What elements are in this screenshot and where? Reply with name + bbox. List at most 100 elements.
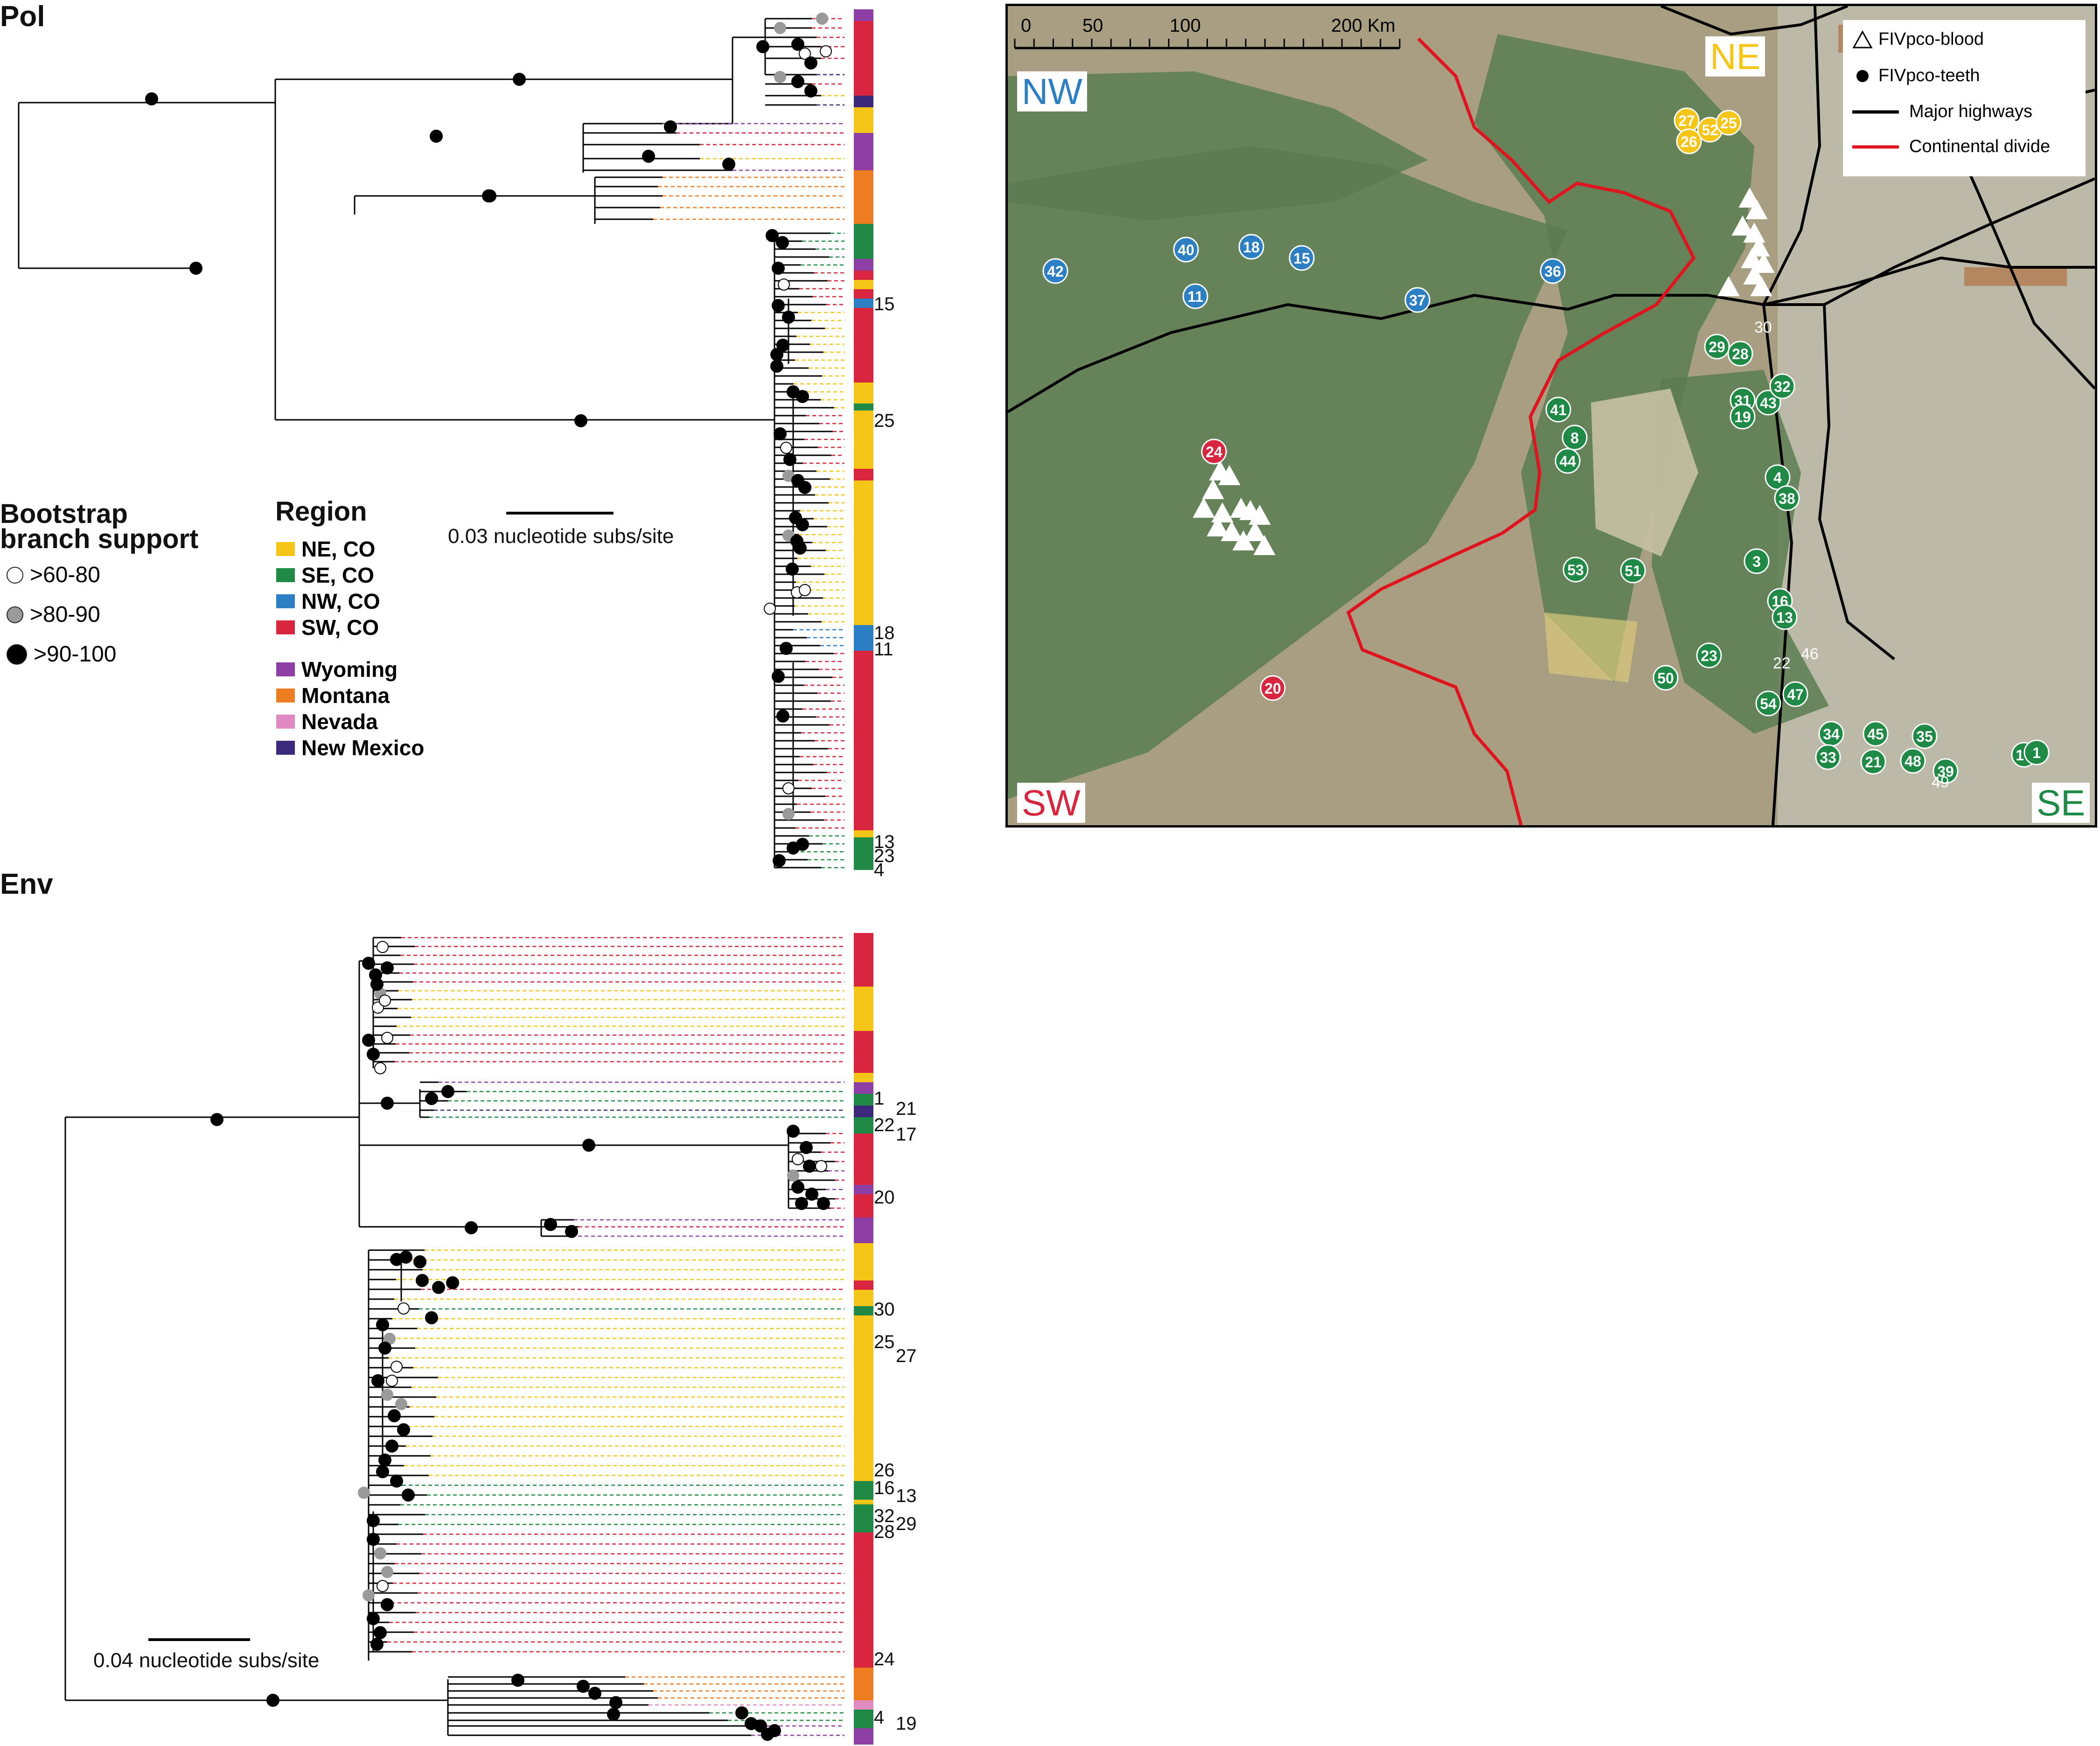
- bootstrap-node-marker: [800, 1141, 813, 1154]
- highway-4: [1818, 304, 1895, 661]
- bootstrap-node-marker: [772, 299, 785, 312]
- env-phylogenetic-tree: [64, 933, 873, 1745]
- site-number: 39: [1937, 763, 1954, 780]
- map-scale-tick-0: 0: [1021, 15, 1032, 36]
- site-number: 33: [1820, 749, 1836, 766]
- site-circle: [1545, 397, 1571, 423]
- bootstrap-node-marker: [379, 995, 391, 1007]
- site-marker-45: 45: [1863, 721, 1889, 747]
- site-circle: [1755, 690, 1781, 716]
- mountain-terrain-0: [1008, 146, 1568, 799]
- site-marker-40: 40: [1173, 237, 1199, 263]
- region-legend-title: Region: [275, 496, 367, 527]
- env-tip-label-26: 26: [874, 1460, 895, 1481]
- site-circle: [1730, 403, 1756, 430]
- bootstrap-node-marker: [778, 278, 790, 291]
- site-number: 28: [1732, 346, 1749, 362]
- region-color-bar: [854, 1194, 873, 1217]
- region-color-bar: [854, 308, 873, 383]
- pol-tip-label-25: 25: [874, 410, 895, 431]
- env-tip-label-21: 21: [896, 1099, 917, 1119]
- bootstrap-node-marker: [815, 1160, 827, 1172]
- region-color-bar: [854, 1710, 873, 1728]
- region-legend-item-6: Nevada: [276, 709, 378, 734]
- site-marker-41: 41: [1545, 397, 1571, 423]
- bootstrap-node-marker: [783, 453, 796, 466]
- region-swatch: [276, 741, 295, 755]
- bootstrap-node-marker: [764, 603, 776, 615]
- bootstrap-node-marker: [774, 71, 786, 83]
- highway-3: [1763, 256, 2095, 306]
- bootstrap-node-marker: [756, 40, 769, 53]
- region-label: Montana: [301, 683, 390, 708]
- bootstrap-dot-white: [7, 566, 23, 584]
- bootstrap-node-marker: [391, 1361, 403, 1373]
- bootstrap-node-marker: [390, 1475, 403, 1488]
- bootstrap-dot-black: [7, 644, 27, 665]
- bootstrap-node-marker: [513, 73, 526, 86]
- map-region-label-ne: NE: [1705, 36, 1765, 77]
- site-circle: [1042, 258, 1068, 284]
- region-color-bar: [854, 1728, 873, 1745]
- pol-panel-title: Pol: [0, 0, 45, 33]
- env-tip-label-29: 29: [896, 1514, 917, 1534]
- env-tip-label-22: 22: [874, 1115, 895, 1135]
- bootstrap-node-marker: [804, 84, 817, 97]
- bootstrap-legend-item-90-100: >90-100: [7, 641, 117, 667]
- site-number: 4: [1773, 469, 1782, 486]
- map-legend: FIVpco-blood FIVpco-teeth Major highways…: [1843, 20, 2086, 176]
- site-circle: [1562, 424, 1588, 451]
- region-swatch: [276, 542, 295, 556]
- site-circle: [1540, 258, 1566, 284]
- filled-circle-icon: [1856, 70, 1869, 82]
- bootstrap-node-marker: [374, 1626, 387, 1639]
- pol-tip-label-13: 13: [874, 832, 895, 852]
- region-color-bar: [854, 837, 873, 870]
- env-tip-label-20: 20: [874, 1187, 895, 1208]
- region-color-bar: [854, 107, 873, 133]
- site-number: 45: [1867, 726, 1884, 743]
- bootstrap-node-marker: [399, 1251, 412, 1264]
- site-marker-33: 33: [1815, 744, 1841, 770]
- region-label: SW, CO: [301, 615, 379, 640]
- site-circle: [1260, 675, 1286, 701]
- region-color-bar: [854, 1700, 873, 1710]
- blood-sample-triangle: [1750, 276, 1772, 296]
- region-color-bar: [854, 299, 873, 308]
- region-color-bar: [854, 1134, 873, 1185]
- region-color-bar: [854, 1094, 873, 1106]
- blood-sample-triangle: [1741, 248, 1763, 268]
- region-swatch: [276, 594, 295, 608]
- pol-scale-bar: [506, 512, 614, 515]
- site-circle: [1863, 721, 1889, 747]
- region-color-bar: [854, 271, 873, 280]
- bootstrap-node-marker: [816, 13, 828, 25]
- env-tip-label-16: 16: [874, 1478, 895, 1498]
- site-circle: [1765, 464, 1791, 490]
- site-marker-11: 11: [1182, 283, 1208, 309]
- bootstrap-node-marker: [388, 1409, 401, 1422]
- blood-sample-triangle: [1745, 199, 1768, 219]
- bootstrap-node-marker: [376, 1318, 389, 1331]
- region-color-bar: [854, 1481, 873, 1500]
- env-scale-label: 0.04 nucleotide subs/site: [93, 1649, 320, 1672]
- bootstrap-node-marker: [189, 262, 202, 275]
- site-marker-54: 54: [1755, 690, 1781, 716]
- bootstrap-node-marker: [377, 941, 389, 953]
- bootstrap-node-marker: [795, 1197, 808, 1210]
- bootstrap-node-marker: [544, 1218, 557, 1231]
- env-tip-label-27: 27: [896, 1346, 917, 1366]
- bootstrap-legend-item-60-80: >60-80: [7, 562, 100, 588]
- region-color-bar: [854, 289, 873, 299]
- site-marker-25: 25: [1716, 110, 1742, 136]
- region-legend-item-0: NE, CO: [276, 536, 375, 562]
- region-color-bar: [854, 933, 873, 987]
- region-color-bar: [854, 1668, 873, 1700]
- bootstrap-node-marker: [577, 1680, 590, 1693]
- bootstrap-node-marker: [664, 120, 677, 133]
- site-number: 35: [1916, 728, 1933, 745]
- site-marker-23: 23: [1696, 642, 1722, 668]
- bootstrap-node-marker: [266, 1694, 279, 1707]
- site-number: 36: [1544, 263, 1561, 280]
